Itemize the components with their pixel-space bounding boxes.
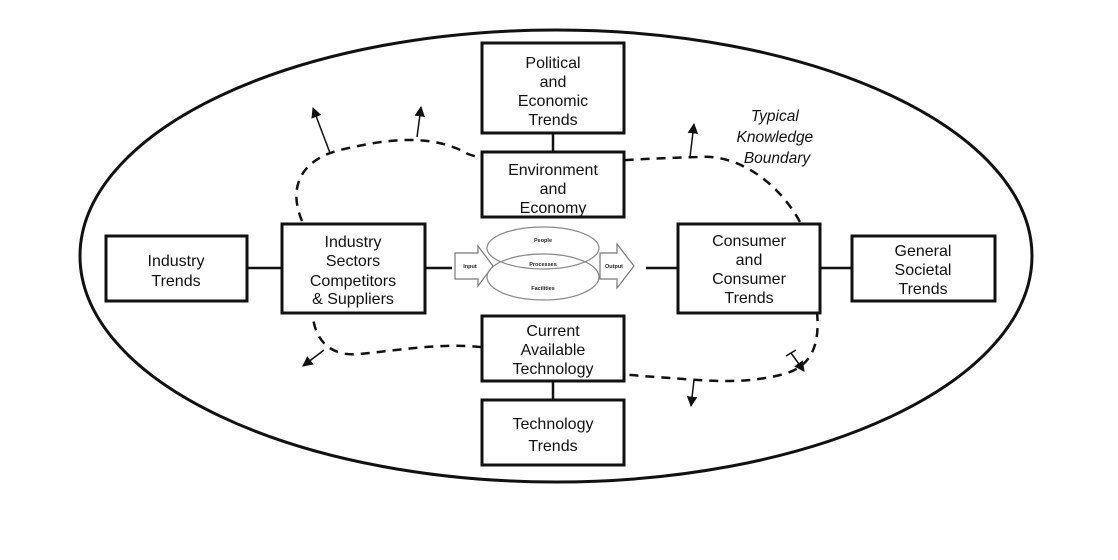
people-ellipse (486, 226, 600, 270)
output-arrow (599, 242, 635, 290)
connectors (247, 133, 852, 400)
facilities-ellipse (486, 253, 600, 301)
boundary-label: Typical Knowledge Boundary (736, 108, 817, 167)
facilities-label: Facilities (531, 286, 555, 292)
processes-label: Processes (529, 262, 557, 268)
boundary-arrows (302, 105, 805, 408)
output-label: Output (605, 264, 623, 270)
input-label: Input (463, 264, 477, 270)
outer-ellipse (78, 28, 1034, 484)
people-label: People (534, 238, 552, 244)
core-process-graphic: Input People Processes Facilities Output (454, 226, 635, 301)
input-arrow (454, 244, 494, 288)
